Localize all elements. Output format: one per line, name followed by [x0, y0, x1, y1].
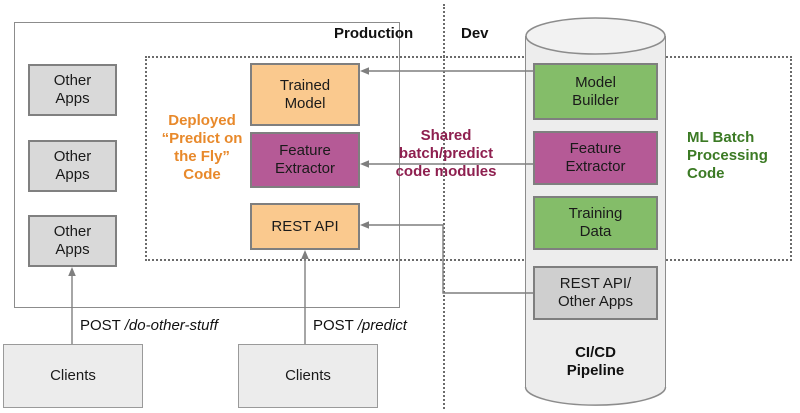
rest-api-box[interactable]: REST API	[250, 203, 360, 250]
post-method-1: POST	[80, 317, 125, 334]
production-zone-label: Production	[334, 25, 414, 42]
post-path-2: /predict	[357, 317, 407, 334]
dev-zone-label: Dev	[461, 25, 489, 42]
clients-box-1[interactable]: Clients	[3, 344, 143, 408]
post-path-1: /do-other-stuff	[124, 317, 218, 334]
rest-api-other-apps-box[interactable]: REST API/Other Apps	[533, 266, 658, 320]
post-do-other-stuff-label: POST /do-other-stuff	[80, 317, 218, 335]
production-boundary	[14, 22, 400, 308]
clients-box-2[interactable]: Clients	[238, 344, 378, 408]
post-predict-label: POST /predict	[313, 317, 407, 335]
post-method-2: POST	[313, 317, 358, 334]
